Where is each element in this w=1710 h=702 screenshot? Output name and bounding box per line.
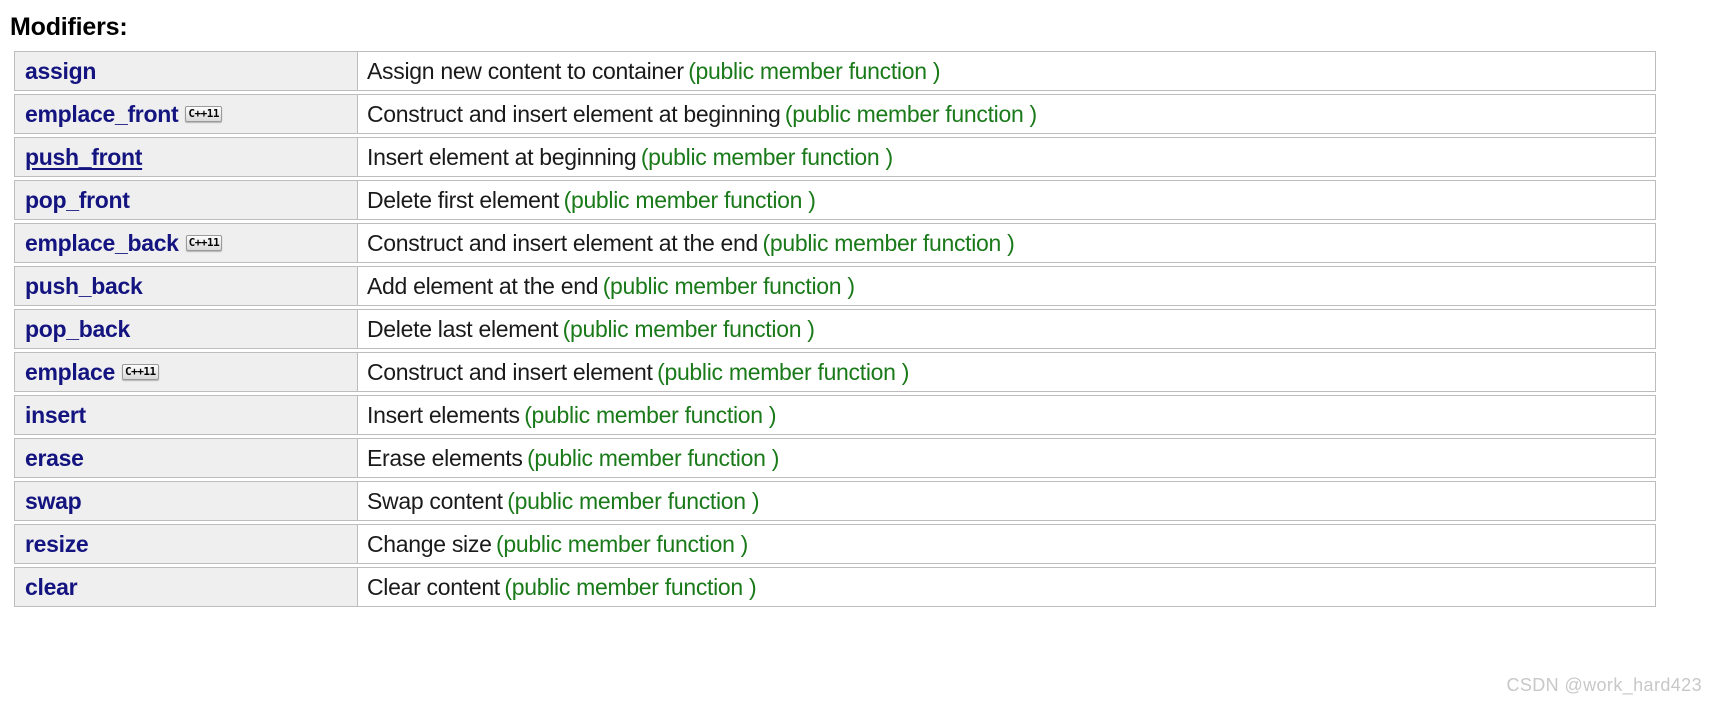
member-name-cell: clear [14, 567, 358, 607]
member-description: Clear content [367, 573, 500, 600]
member-name-cell: emplace_back C++11 [14, 223, 358, 263]
member-link-erase[interactable]: erase [25, 444, 84, 471]
member-link-emplace[interactable]: emplace [25, 358, 115, 385]
cpp11-badge-icon: C++11 [185, 105, 222, 122]
member-description: Delete last element [367, 315, 559, 342]
member-kind-label: (public member function ) [602, 272, 855, 299]
member-description-cell: Insert element at beginning (public memb… [358, 137, 1656, 177]
member-description: Construct and insert element at the end [367, 229, 759, 256]
table-row: emplace_back C++11 Construct and insert el… [14, 223, 1656, 263]
table-row: push_front Insert element at beginning (p… [14, 137, 1656, 177]
member-link-push_front[interactable]: push_front [25, 143, 143, 170]
member-link-resize[interactable]: resize [25, 530, 89, 557]
member-kind-label: (public member function ) [527, 444, 780, 471]
table-body: assign Assign new content to container (p… [14, 51, 1656, 607]
member-name-cell: pop_front [14, 180, 358, 220]
member-name-cell: insert [14, 395, 358, 435]
member-description: Construct and insert element at beginnin… [367, 100, 781, 127]
member-description-cell: Construct and insert element (public mem… [358, 352, 1656, 392]
member-description-cell: Insert elements (public member function … [358, 395, 1656, 435]
member-kind-label: (public member function ) [504, 573, 757, 600]
member-kind-label: (public member function ) [640, 143, 893, 170]
page-title: Modifiers: [10, 13, 128, 41]
member-link-pop_front[interactable]: pop_front [25, 186, 130, 213]
member-functions-table: assign Assign new content to container (p… [14, 48, 1656, 610]
member-name-cell: push_front [14, 137, 358, 177]
member-description-cell: Delete last element (public member funct… [358, 309, 1656, 349]
table-row: assign Assign new content to container (p… [14, 51, 1656, 91]
member-kind-label: (public member function ) [524, 401, 777, 428]
member-kind-label: (public member function ) [563, 186, 816, 213]
table-row: swap Swap content (public member function… [14, 481, 1656, 521]
member-link-emplace_front[interactable]: emplace_front [25, 100, 179, 127]
table-row: emplace_front C++11 Construct and insert e… [14, 94, 1656, 134]
member-kind-label: (public member function ) [688, 57, 941, 84]
member-description: Swap content [367, 487, 503, 514]
member-name-cell: assign [14, 51, 358, 91]
member-kind-label: (public member function ) [762, 229, 1015, 256]
member-name-cell: resize [14, 524, 358, 564]
member-description: Add element at the end [367, 272, 599, 299]
member-link-clear[interactable]: clear [25, 573, 78, 600]
member-description-cell: Construct and insert element at beginnin… [358, 94, 1656, 134]
table-row: pop_back Delete last element (public memb… [14, 309, 1656, 349]
member-link-emplace_back[interactable]: emplace_back [25, 229, 179, 256]
table-row: emplace C++11 Construct and insert element… [14, 352, 1656, 392]
member-description-cell: Erase elements (public member function ) [358, 438, 1656, 478]
member-kind-label: (public member function ) [562, 315, 815, 342]
member-link-swap[interactable]: swap [25, 487, 82, 514]
member-description-cell: Delete first element (public member func… [358, 180, 1656, 220]
member-name-cell: erase [14, 438, 358, 478]
member-kind-label: (public member function ) [496, 530, 749, 557]
member-description: Delete first element [367, 186, 560, 213]
member-description: Insert element at beginning [367, 143, 637, 170]
table-row: pop_front Delete first element (public me… [14, 180, 1656, 220]
member-description: Construct and insert element [367, 358, 653, 385]
table-row: erase Erase elements (public member funct… [14, 438, 1656, 478]
member-kind-label: (public member function ) [657, 358, 910, 385]
member-description-cell: Change size (public member function ) [358, 524, 1656, 564]
member-description-cell: Clear content (public member function ) [358, 567, 1656, 607]
member-link-pop_back[interactable]: pop_back [25, 315, 130, 342]
table-row: resize Change size (public member functio… [14, 524, 1656, 564]
member-link-insert[interactable]: insert [25, 401, 86, 428]
member-description-cell: Assign new content to container (public … [358, 51, 1656, 91]
member-name-cell: push_back [14, 266, 358, 306]
member-description: Assign new content to container [367, 57, 684, 84]
table-row: push_back Add element at the end (public … [14, 266, 1656, 306]
table-row: clear Clear content (public member functi… [14, 567, 1656, 607]
member-name-cell: emplace C++11 [14, 352, 358, 392]
member-name-cell: pop_back [14, 309, 358, 349]
member-description-cell: Swap content (public member function ) [358, 481, 1656, 521]
watermark: CSDN @work_hard423 [1506, 675, 1702, 695]
reference-page: Modifiers: assign Assign new content to c… [0, 12, 1710, 702]
member-description: Erase elements [367, 444, 523, 471]
member-kind-label: (public member function ) [507, 487, 760, 514]
table-row: insert Insert elements (public member fun… [14, 395, 1656, 435]
member-link-assign[interactable]: assign [25, 57, 97, 84]
member-description-cell: Add element at the end (public member fu… [358, 266, 1656, 306]
member-description: Insert elements [367, 401, 520, 428]
member-description-cell: Construct and insert element at the end … [358, 223, 1656, 263]
member-name-cell: emplace_front C++11 [14, 94, 358, 134]
member-link-push_back[interactable]: push_back [25, 272, 143, 299]
member-name-cell: swap [14, 481, 358, 521]
member-description: Change size [367, 530, 492, 557]
member-kind-label: (public member function ) [784, 100, 1037, 127]
cpp11-badge-icon: C++11 [121, 363, 159, 380]
cpp11-badge-icon: C++11 [185, 234, 223, 251]
